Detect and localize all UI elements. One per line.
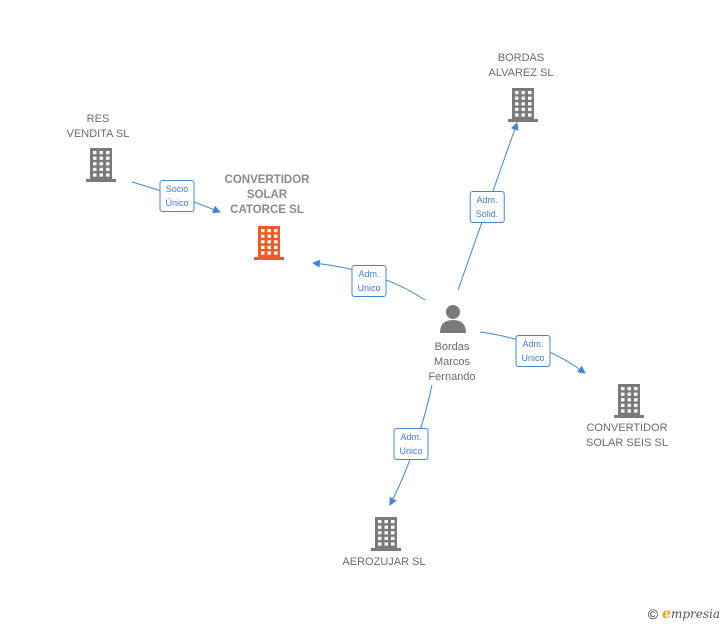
building-icon[interactable] — [613, 382, 645, 423]
node-label-seis[interactable]: CONVERTIDOR SOLAR SEIS SL — [586, 422, 668, 449]
building-icon[interactable] — [370, 515, 402, 556]
building-icon[interactable] — [507, 86, 539, 127]
edge-label: Adm. Unico — [515, 335, 551, 367]
node-label-res[interactable]: RES VENDITA SL — [66, 113, 130, 140]
copyright-icon: © — [647, 606, 659, 622]
edge-label: Adm. Unico — [393, 428, 429, 460]
edge-label: Socio Único — [159, 180, 195, 212]
node-label-person[interactable]: Bordas Marcos Fernando — [428, 341, 476, 383]
edge-label: Adm. Solid. — [469, 191, 505, 223]
person-icon[interactable] — [438, 303, 468, 338]
building-icon[interactable] — [85, 146, 117, 187]
building-icon[interactable] — [253, 224, 285, 265]
node-label-focus[interactable]: CONVERTIDOR SOLAR CATORCE SL — [224, 174, 310, 216]
brand-footer: © empresia — [648, 606, 720, 622]
brand-logo: empresia — [662, 606, 720, 622]
node-label-bordas_alv[interactable]: BORDAS ALVAREZ SL — [488, 52, 554, 79]
edge-label: Adm. Unico — [351, 265, 387, 297]
node-label-aero[interactable]: AEROZUJAR SL — [342, 556, 426, 568]
